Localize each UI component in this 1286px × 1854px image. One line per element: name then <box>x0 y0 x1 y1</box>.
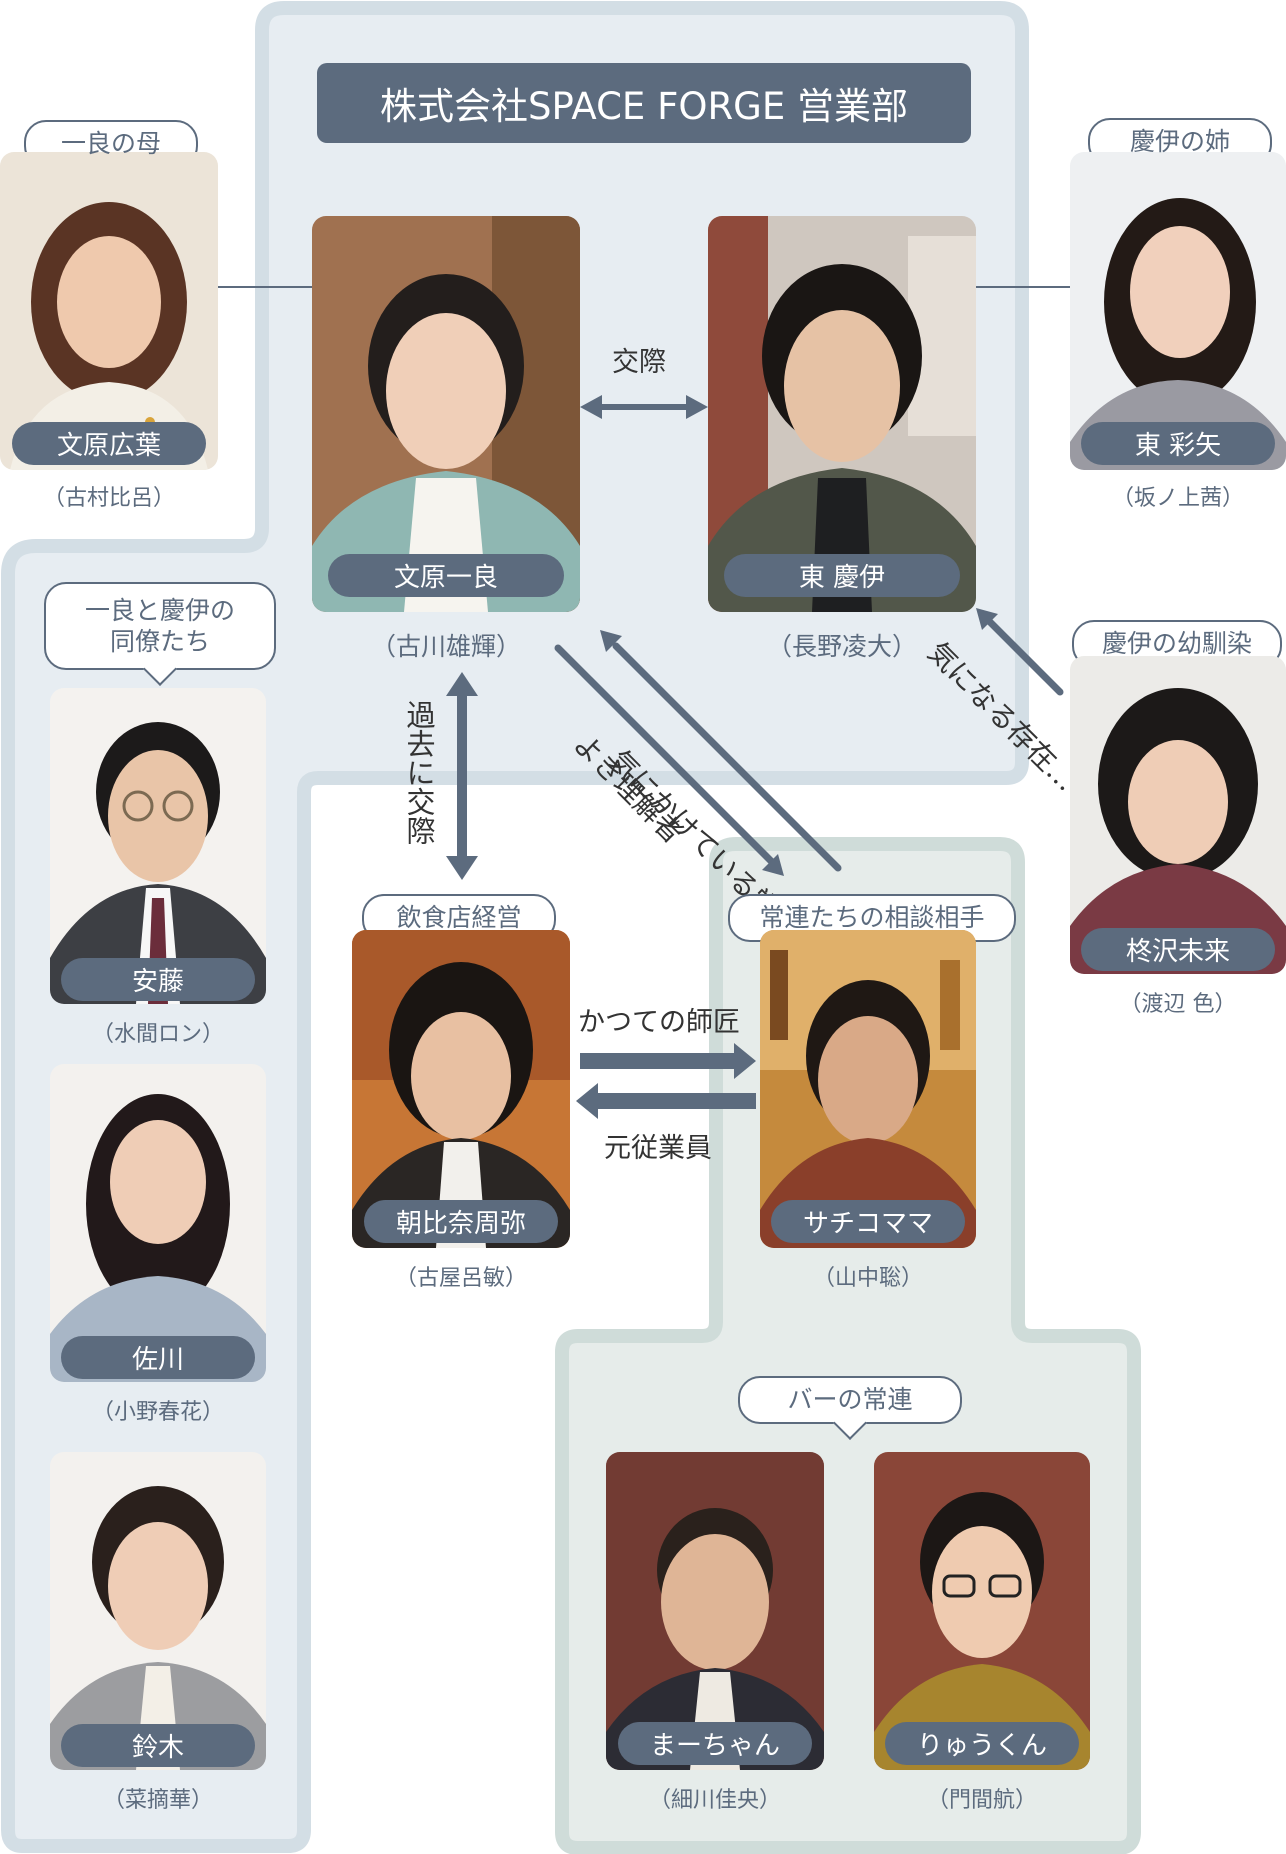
bubble-bar-regulars: バーの常連 <box>738 1376 962 1440</box>
portrait-photo <box>352 930 570 1248</box>
card-suzuki[interactable]: 鈴木 <box>50 1452 266 1770</box>
name-aya: 東 彩矢 <box>1081 422 1275 465</box>
name-sagawa: 佐川 <box>61 1336 255 1379</box>
actor-aya: （坂ノ上茜） <box>1111 486 1245 511</box>
name-maa: まーちゃん <box>618 1722 812 1765</box>
relation-dating: 交際 <box>612 347 666 378</box>
actor-asahina: （古屋呂敏） <box>394 1266 528 1291</box>
card-ando[interactable]: 安藤 <box>50 688 266 1004</box>
portrait-photo <box>708 216 976 612</box>
portrait-photo <box>50 688 266 1004</box>
card-hirofumi[interactable]: 文原広葉 <box>0 152 218 470</box>
portrait-photo <box>874 1452 1090 1770</box>
dating-arrow-left-head <box>580 395 602 419</box>
card-hiiragisawa[interactable]: 柊沢未来 <box>1070 656 1286 974</box>
former-master-arrow-head <box>734 1043 756 1079</box>
bubble-colleagues: 一良と慶伊の同僚たち <box>44 582 276 686</box>
past-dating-arrow-top-head <box>446 672 478 696</box>
bothered-arrow-head <box>976 608 998 630</box>
caring-arrow-head <box>600 630 622 652</box>
dating-arrow-shaft <box>590 404 700 410</box>
past-dating-arrow-bottom-head <box>446 856 478 880</box>
name-kei: 東 慶伊 <box>724 554 960 597</box>
name-ryu: りゅうくん <box>885 1722 1079 1765</box>
actor-maa: （細川佳央） <box>648 1788 782 1813</box>
relation-past-dating: 過去に交際 <box>402 700 436 845</box>
actor-hiiragisawa: （渡辺 色） <box>1119 992 1237 1017</box>
card-aya[interactable]: 東 彩矢 <box>1070 152 1286 470</box>
actor-sachiko: （山中聡） <box>812 1266 924 1291</box>
portrait-photo <box>1070 656 1286 974</box>
caring-arrow-line <box>612 642 842 872</box>
past-dating-arrow-shaft <box>457 690 467 860</box>
actor-kei: （長野凌大） <box>766 632 918 661</box>
name-hiiragisawa: 柊沢未来 <box>1081 928 1275 971</box>
relation-former-master: かつての師匠 <box>578 1007 740 1038</box>
actor-sagawa: （小野春花） <box>91 1400 225 1425</box>
understanding-arrow-line <box>554 644 778 868</box>
portrait-photo <box>312 216 580 612</box>
portrait-photo <box>50 1452 266 1770</box>
name-ichira: 文原一良 <box>328 554 564 597</box>
portrait-photo <box>50 1064 266 1382</box>
card-maa[interactable]: まーちゃん <box>606 1452 824 1770</box>
actor-ryu: （門間航） <box>926 1788 1038 1813</box>
card-ryu[interactable]: りゅうくん <box>874 1452 1090 1770</box>
name-asahina: 朝比奈周弥 <box>364 1200 558 1243</box>
name-suzuki: 鈴木 <box>61 1724 255 1767</box>
actor-hirofumi: （古村比呂） <box>42 486 176 511</box>
department-title: 株式会社SPACE FORGE 営業部 <box>317 63 971 143</box>
actor-ichira: （古川雄輝） <box>370 632 522 661</box>
card-asahina[interactable]: 朝比奈周弥 <box>352 930 570 1248</box>
card-kei[interactable]: 東 慶伊 <box>708 216 976 612</box>
understanding-arrow-head <box>762 854 784 876</box>
dating-arrow-right-head <box>686 395 708 419</box>
bothered-arrow-line <box>986 618 1064 696</box>
name-hirofumi: 文原広葉 <box>12 422 206 465</box>
card-ichira[interactable]: 文原一良 <box>312 216 580 612</box>
name-ando: 安藤 <box>61 958 255 1001</box>
former-employee-arrow-head <box>576 1083 598 1119</box>
card-sagawa[interactable]: 佐川 <box>50 1064 266 1382</box>
relation-former-employee: 元従業員 <box>604 1133 712 1164</box>
name-sachiko: サチコママ <box>771 1200 965 1243</box>
former-master-arrow-shaft <box>580 1053 740 1069</box>
former-employee-arrow-shaft <box>596 1093 756 1109</box>
actor-ando: （水間ロン） <box>91 1022 225 1047</box>
card-sachiko[interactable]: サチコママ <box>760 930 976 1248</box>
actor-suzuki: （菜摘華） <box>102 1788 214 1813</box>
